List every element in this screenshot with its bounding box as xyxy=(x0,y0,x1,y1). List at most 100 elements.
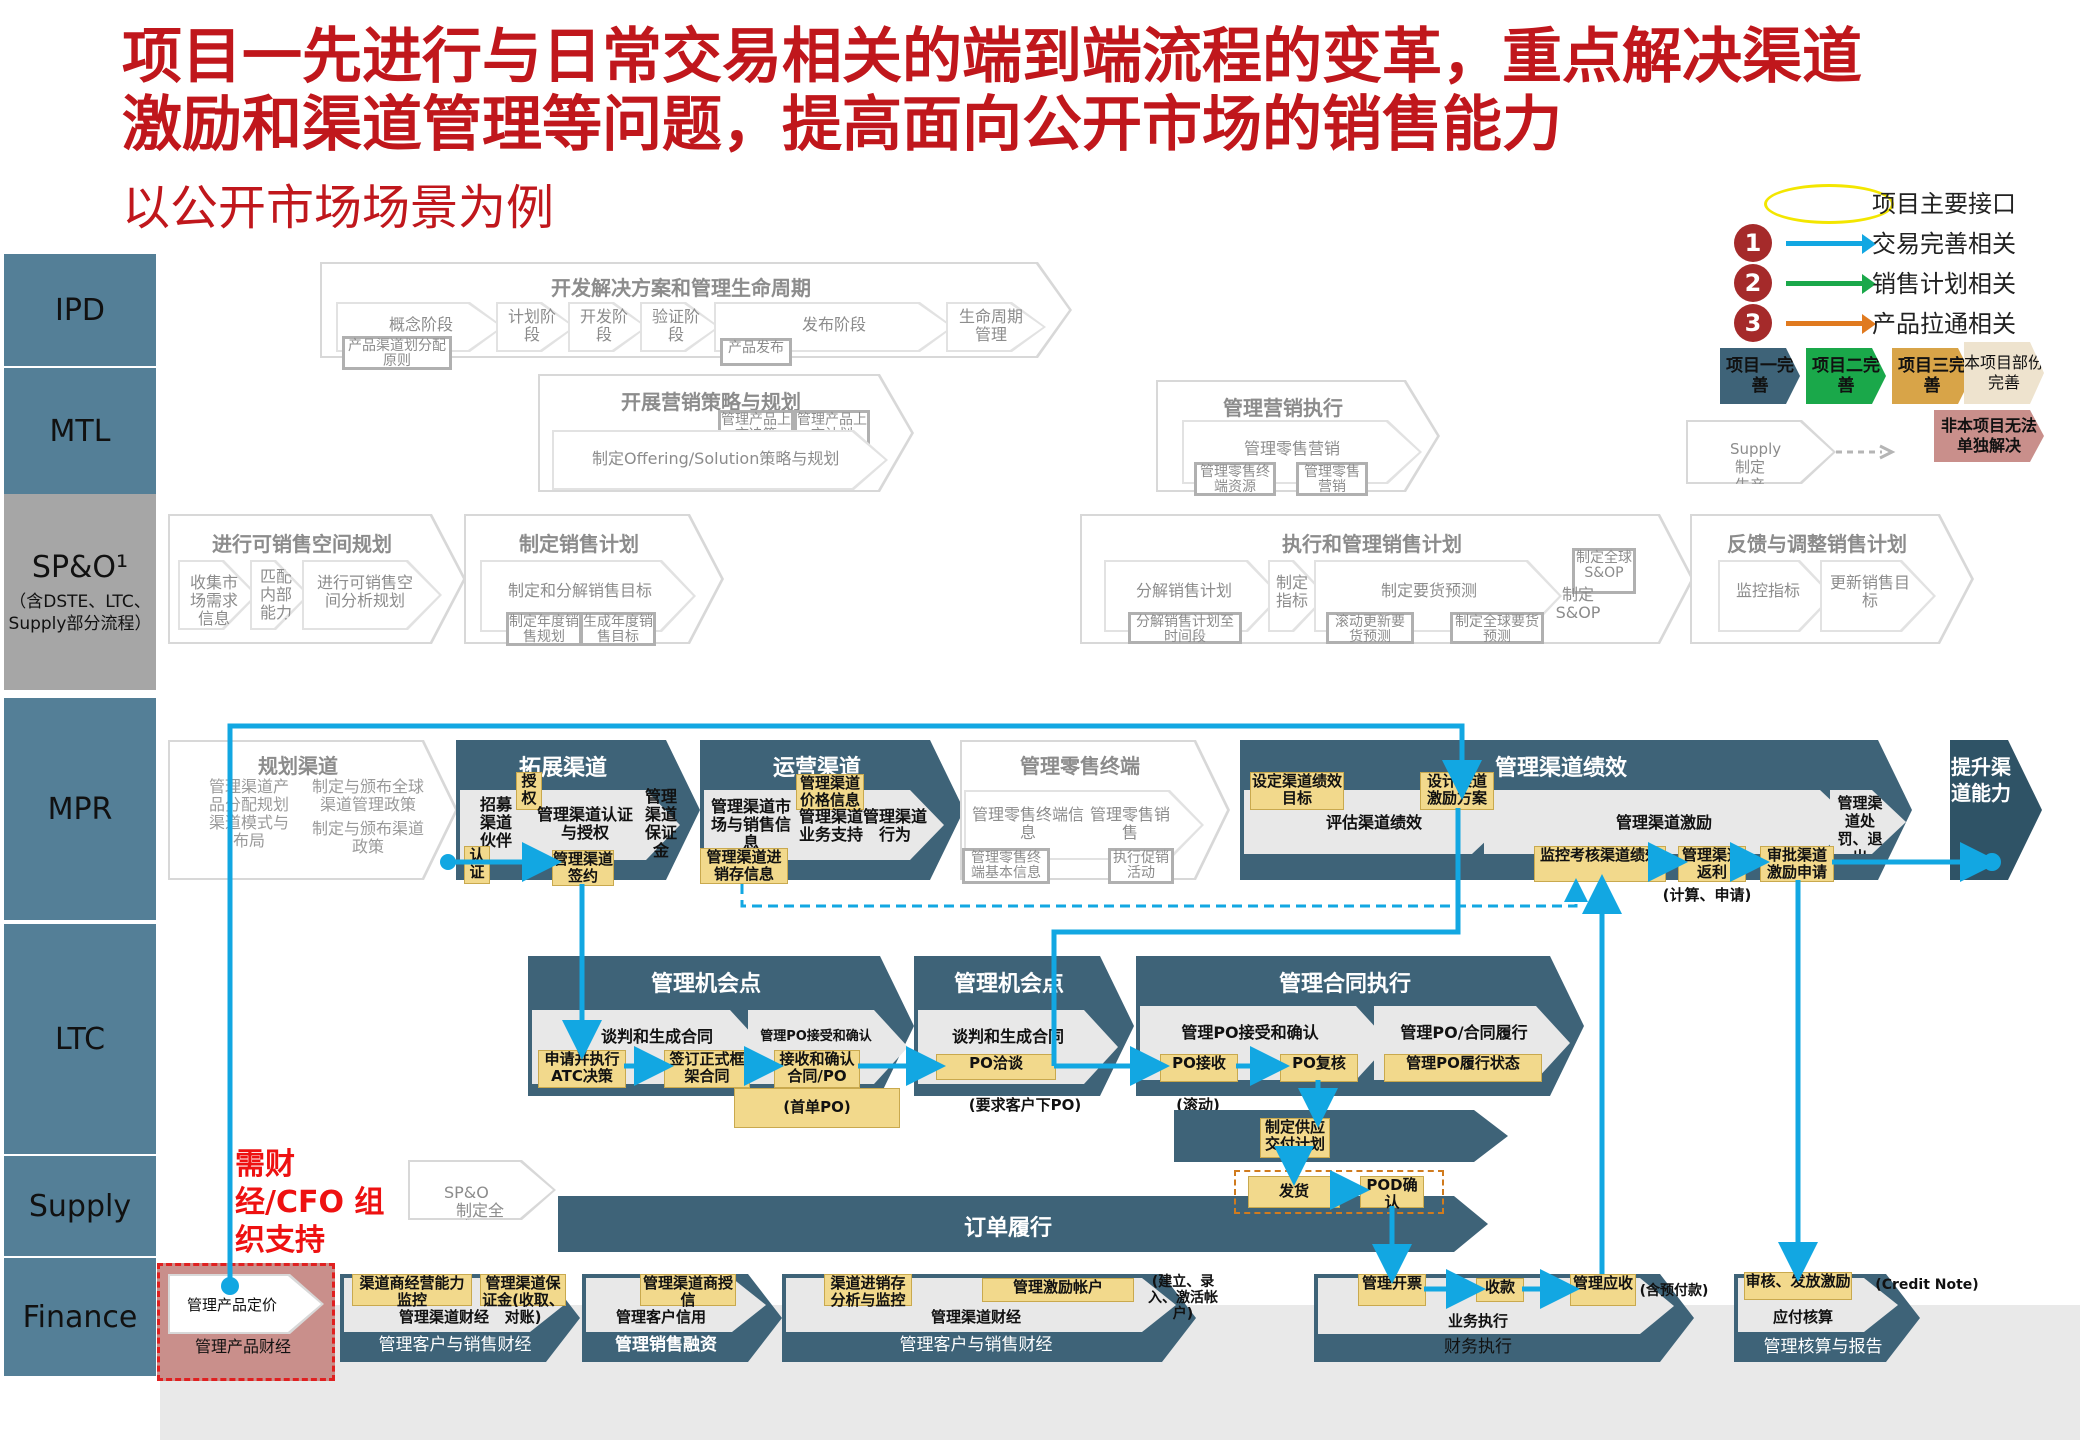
spo-split-label: 分解销售计划 xyxy=(1135,581,1232,600)
ltc-po-review: PO复核 xyxy=(1280,1054,1358,1082)
spo-decompose-label: 制定和分解销售目标 xyxy=(507,581,652,600)
spo-space-plan: 进行可销售空间分析规划 xyxy=(302,560,442,630)
legend-badge-1: 1 xyxy=(1734,224,1772,262)
finance-fin-exec: 财务执行 xyxy=(1444,1337,1512,1357)
spo-exec-plan-title: 执行和管理销售计划 xyxy=(1282,532,1462,556)
ltc-supply-plan-chevron xyxy=(1174,1110,1508,1162)
mpr-incentive: 管理渠道激励 xyxy=(1615,813,1712,832)
legend-green-arrow-icon xyxy=(1786,281,1866,286)
ipd-dev-label: 开发阶段 xyxy=(580,307,629,344)
lane-mtl-label: MTL xyxy=(49,413,111,449)
finance-cust-credit: 管理客户信用 xyxy=(615,1308,706,1326)
ltc-customer-po: (要求客户下PO) xyxy=(968,1096,1082,1114)
spo-box-global: 制定全球要货预测 xyxy=(1450,612,1544,645)
lane-supply-label: Supply xyxy=(28,1188,132,1224)
spo-box-target: 生成年度销售目标 xyxy=(580,612,656,646)
ipd-concept-label: 概念阶段 xyxy=(388,315,453,334)
mpr-terminal-info: 管理零售终端信息 xyxy=(971,805,1084,842)
finance-ch-credit: 渠道商经营能力监控 xyxy=(352,1274,472,1309)
ltc-opp2-title: 管理机会点 xyxy=(953,972,1064,997)
lane-ipd: IPD xyxy=(4,254,156,366)
spo-collect-label: 收集市场需求信息 xyxy=(189,573,238,628)
spo-sop-label: 制定S&OP xyxy=(1555,585,1601,622)
ltc-opp1-title: 管理机会点 xyxy=(650,972,761,997)
lane-mpr: MPR xyxy=(4,698,156,920)
mpr-plan-channel-b: 制定与颁布全球渠道管理政策 xyxy=(311,777,424,814)
ltc-contract-exec-title: 管理合同执行 xyxy=(1278,972,1411,997)
legend-chev-project3-label: 项目三完善 xyxy=(1898,356,1966,396)
legend-orange-arrowhead-icon xyxy=(1862,314,1876,334)
finance-report: 管理核算与报告 xyxy=(1763,1337,1883,1357)
inventory-to-monitor-dashed xyxy=(740,878,1588,908)
legend-item1-label: 交易完善相关 xyxy=(1872,230,2016,258)
mpr-sign: 管理渠道签约 xyxy=(552,850,614,886)
legend-blue-arrowhead-icon xyxy=(1862,234,1876,254)
ipd-lifecycle-label: 生命周期管理 xyxy=(958,307,1023,344)
certify-start-dot xyxy=(440,854,456,870)
mpr-certify-grant: 管理渠道认证与授权 xyxy=(536,805,633,842)
mpr-certify: 认证 xyxy=(464,846,490,884)
finance-ch-deposit: 管理渠道保证金(收取、对账) xyxy=(480,1274,566,1326)
ltc-recv-contract: 接收和确认合同/PO xyxy=(774,1050,860,1088)
finance-inventory-mon: 渠道进销存分析与监控 xyxy=(824,1274,912,1309)
ltc-sign-frame: 签订正式框架合同 xyxy=(664,1050,750,1088)
spo-feedback-title: 反馈与调整销售计划 xyxy=(1727,532,1907,556)
ltc-po-recv: PO接收 xyxy=(1160,1054,1238,1082)
legend-chev-project3: 项目三完善 xyxy=(1892,348,1972,404)
supply-sop-a: SP&O xyxy=(444,1183,489,1202)
finance-cust-sales-fin1: 管理客户与销售财经 xyxy=(378,1335,532,1355)
finance-ch-credit2: 管理渠道商授信 xyxy=(640,1274,736,1309)
mpr-market-info: 管理渠道市场与销售信息 xyxy=(710,797,791,852)
finance-ch-fin: 管理渠道财经 xyxy=(398,1308,489,1326)
legend-chev-partial: 本项目部份完善 xyxy=(1964,342,2044,404)
ltc-po-recv-confirm: 管理PO接受和确认 xyxy=(760,1029,872,1044)
mpr-biz-support: 管理渠道业务支持 xyxy=(798,807,863,844)
legend-chev-project1: 项目一完善 xyxy=(1720,348,1800,404)
spo-sales-plan-title: 制定销售计划 xyxy=(519,532,639,556)
legend-green-arrowhead-icon xyxy=(1862,274,1876,294)
ltc-negotiate2: 谈判和生成合同 xyxy=(951,1027,1064,1046)
mtl-retail-box2: 管理零售营销 xyxy=(1296,462,1368,496)
mpr-set-target: 设定渠道绩效目标 xyxy=(1250,772,1344,810)
ipd-release-box: 产品发布 xyxy=(720,338,792,366)
finance-credit-note: (Credit Note) xyxy=(1875,1277,1979,1293)
mpr-retail-terminal-title: 管理零售终端 xyxy=(1020,754,1140,778)
mpr-inventory: 管理渠道进销存信息 xyxy=(700,848,788,884)
ltc-negotiate1: 谈判和生成合同 xyxy=(600,1027,713,1046)
page-title-line1: 项目一先进行与日常交易相关的端到端流程的变革，重点解决渠道 xyxy=(122,22,1862,92)
legend-chev-partial-label: 本项目部份完善 xyxy=(1964,353,2045,392)
spo-metric-label: 制定指标 xyxy=(1275,573,1308,610)
finance-cfo-note: 需财经/CFO 组织支持 xyxy=(235,1147,385,1258)
ipd-main-title: 开发解决方案和管理生命周期 xyxy=(551,276,811,300)
legend-dashed-arrow-icon xyxy=(1836,444,1896,460)
mpr-calc: (计算、申请) xyxy=(1662,886,1752,904)
mpr-perf-title: 管理渠道绩效 xyxy=(1494,756,1627,781)
mpr-behavior: 管理渠道行为 xyxy=(862,807,927,844)
spo-monitor-label: 监控指标 xyxy=(1735,581,1800,600)
lane-ipd-label: IPD xyxy=(54,292,106,328)
mpr-deposit: 管理渠道保证金 xyxy=(644,787,677,860)
lane-ltc: LTC xyxy=(4,924,156,1154)
page-subtitle: 以公开市场场景为例 xyxy=(122,180,555,236)
finance-biz-exec: 业务执行 xyxy=(1447,1312,1508,1330)
finance-pricing-chevron: 管理产品定价 xyxy=(168,1274,324,1334)
legend-oval-icon xyxy=(1764,184,1894,224)
spo-space-plan-label: 进行可销售空间分析规划 xyxy=(316,573,413,610)
lane-mpr-label: MPR xyxy=(47,791,113,827)
finance-ch-fin2: 管理渠道财经 xyxy=(930,1308,1021,1326)
mpr-approve: 审批渠道激励申请 xyxy=(1760,846,1834,882)
mpr-terminal-base: 管理零售终端基本信息 xyxy=(962,848,1050,884)
legend-badge-3: 3 xyxy=(1734,304,1772,342)
mpr-plan-channel-c: 制定与颁布渠道政策 xyxy=(311,819,424,856)
legend-chev-project1-label: 项目一完善 xyxy=(1726,356,1794,396)
supply-order-title: 订单履行 xyxy=(963,1216,1052,1241)
mpr-improve: 提升渠道能力 xyxy=(1951,755,2011,805)
lane-spo-label: SP&O¹ xyxy=(31,549,129,585)
finance-sales-finance: 管理销售融资 xyxy=(615,1335,717,1355)
legend-item2-label: 销售计划相关 xyxy=(1872,270,2016,298)
page-title-line2: 激励和渠道管理等问题，提高面向公开市场的销售能力 xyxy=(122,90,1562,160)
mtl-retail-box1: 管理零售终端资源 xyxy=(1194,462,1276,496)
mpr-authorize: 授权 xyxy=(516,772,542,810)
ltc-po-perform: 管理PO/合同履行 xyxy=(1400,1023,1528,1042)
